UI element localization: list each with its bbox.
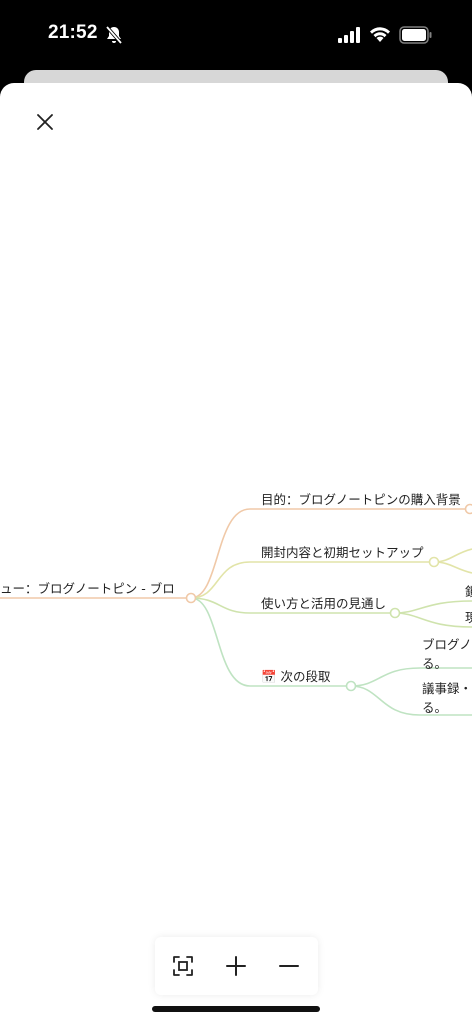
- fit-screen-button[interactable]: [168, 951, 198, 981]
- child-node-next-1-line1[interactable]: ブログノー: [422, 637, 472, 652]
- cellular-signal-icon: [338, 27, 360, 43]
- branch-node-handle[interactable]: [389, 607, 401, 619]
- battery-icon: [399, 26, 432, 44]
- branch-connector: [190, 597, 351, 687]
- branch-connector: [190, 508, 470, 599]
- branch-node-usage[interactable]: 使い方と活用の見通し: [261, 596, 386, 611]
- branch-node-handle[interactable]: [428, 556, 440, 568]
- fit-screen-icon: [173, 956, 193, 976]
- zoom-out-button[interactable]: [274, 951, 304, 981]
- bell-slash-icon: [105, 25, 123, 45]
- root-node-handle[interactable]: [185, 592, 197, 604]
- child-node-usage-2[interactable]: 現: [465, 610, 472, 625]
- child-node-usage-1[interactable]: 鎖: [465, 584, 472, 599]
- zoom-toolbar: [155, 937, 318, 995]
- status-bar: 21:52: [0, 0, 472, 70]
- branch-node-handle[interactable]: [464, 503, 472, 515]
- mindmap-canvas[interactable]: ュー：ブログノートピン - ブロ 目的：ブログノートピンの購入背景 開封内容と初…: [0, 83, 472, 1024]
- status-time: 21:52: [48, 22, 98, 43]
- sub-branch-connector: [394, 612, 472, 628]
- sub-branch-connector: [350, 667, 472, 687]
- sub-branch-connector: [433, 561, 472, 574]
- child-node-next-2-line1[interactable]: 議事録・: [422, 681, 472, 696]
- branch-node-unboxing[interactable]: 開封内容と初期セットアップ: [261, 545, 424, 560]
- home-indicator[interactable]: [152, 1006, 320, 1012]
- close-icon: [37, 114, 53, 130]
- child-node-next-1-line2[interactable]: る。: [422, 656, 447, 671]
- branch-connector: [190, 561, 434, 599]
- branch-connector: [190, 597, 395, 614]
- plus-icon: [226, 956, 246, 976]
- close-button[interactable]: [30, 107, 60, 137]
- minus-icon: [279, 965, 299, 967]
- sub-branch-connector: [350, 685, 472, 716]
- branch-node-purpose[interactable]: 目的：ブログノートピンの購入背景: [261, 492, 461, 507]
- child-node-next-2-line2[interactable]: る。: [422, 700, 447, 715]
- branch-node-handle[interactable]: [345, 680, 357, 692]
- mindmap-sheet: ュー：ブログノートピン - ブロ 目的：ブログノートピンの購入背景 開封内容と初…: [0, 83, 472, 1024]
- branch-node-next-steps[interactable]: 📅 次の段取: [261, 669, 331, 684]
- sub-branch-connector: [433, 548, 472, 563]
- zoom-in-button[interactable]: [221, 951, 251, 981]
- wifi-icon: [370, 27, 390, 42]
- sub-branch-connector: [394, 600, 472, 614]
- root-node-label[interactable]: ュー：ブログノートピン - ブロ: [0, 581, 175, 596]
